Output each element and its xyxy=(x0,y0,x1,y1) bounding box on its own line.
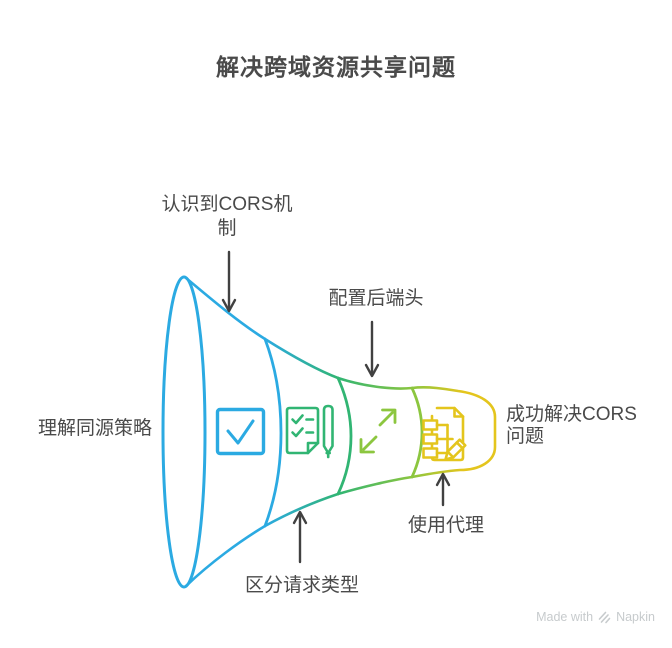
expand-arrows-icon xyxy=(359,408,397,454)
label-recognize-cors: 认识到CORS机制 xyxy=(161,194,293,239)
checkbox-check-icon xyxy=(215,407,266,456)
watermark: Made with Napkin xyxy=(536,610,655,624)
arrow-configure-headers xyxy=(364,320,380,378)
funnel-divider-2 xyxy=(336,376,353,496)
arrow-recognize-cors xyxy=(221,250,237,313)
label-configure-backend-headers: 配置后端头 xyxy=(328,288,424,309)
arrow-distinguish-type xyxy=(292,510,308,564)
funnel-divider-1 xyxy=(263,337,283,528)
watermark-made-with-text: Made with xyxy=(536,610,594,624)
funnel-mouth-ellipse xyxy=(161,275,207,589)
label-distinguish-request-type: 区分请求类型 xyxy=(244,575,359,596)
page-title: 解决跨域资源共享问题 xyxy=(216,54,456,80)
label-outcome-cors-solved: 成功解决CORS问题 xyxy=(506,404,637,447)
napkin-logo-icon xyxy=(598,611,611,623)
document-flow-edit-icon xyxy=(422,406,467,462)
checklist-with-pen-icon xyxy=(285,404,334,459)
arrow-use-proxy xyxy=(435,472,451,507)
label-use-proxy: 使用代理 xyxy=(407,515,484,536)
label-understand-same-origin-policy: 理解同源策略 xyxy=(37,418,152,439)
watermark-brand-text: Napkin xyxy=(616,610,655,624)
funnel-divider-3 xyxy=(410,386,424,479)
funnel-outline xyxy=(184,276,497,588)
